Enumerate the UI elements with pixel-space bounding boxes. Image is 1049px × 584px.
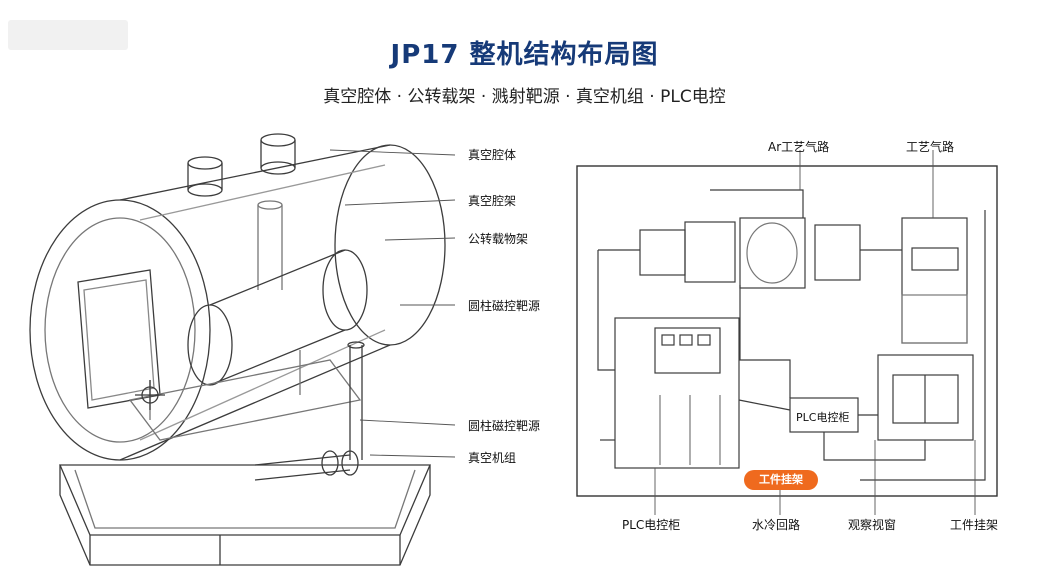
label-plc-box: PLC电控柜 — [796, 411, 850, 424]
label-process-gas-line: 工艺气路 — [906, 140, 955, 154]
label-water-cooling: 水冷回路 — [752, 518, 801, 532]
right-schematic-drawing — [597, 189, 986, 481]
right-leader-lines — [654, 150, 976, 515]
label-workpiece-rack: 工件挂架 — [950, 518, 999, 532]
left-machine-drawing — [29, 133, 446, 566]
page-subtitle: 真空腔体 · 公转载架 · 溅射靶源 · 真空机组 · PLC电控 — [323, 87, 726, 107]
schematic-frame — [576, 165, 998, 497]
label-ar-gas-line: Ar工艺气路 — [768, 140, 830, 154]
label-plc-cabinet: PLC电控柜 — [622, 518, 681, 532]
label-rotation-rack: 公转载物架 — [468, 232, 529, 246]
label-view-window: 观察视窗 — [848, 518, 897, 532]
page-title: JP17 整机结构布局图 — [390, 40, 659, 70]
label-chamber-frame: 真空腔架 — [468, 194, 517, 208]
label-cylindrical-target-2: 圆柱磁控靶源 — [468, 419, 541, 433]
workpiece-rack-tag: 工件挂架 — [744, 470, 818, 490]
left-leader-lines — [329, 149, 456, 458]
label-cylindrical-target-1: 圆柱磁控靶源 — [468, 299, 541, 313]
logo-placeholder — [8, 20, 128, 50]
label-vacuum-unit: 真空机组 — [468, 451, 517, 465]
label-vacuum-chamber: 真空腔体 — [468, 148, 517, 162]
